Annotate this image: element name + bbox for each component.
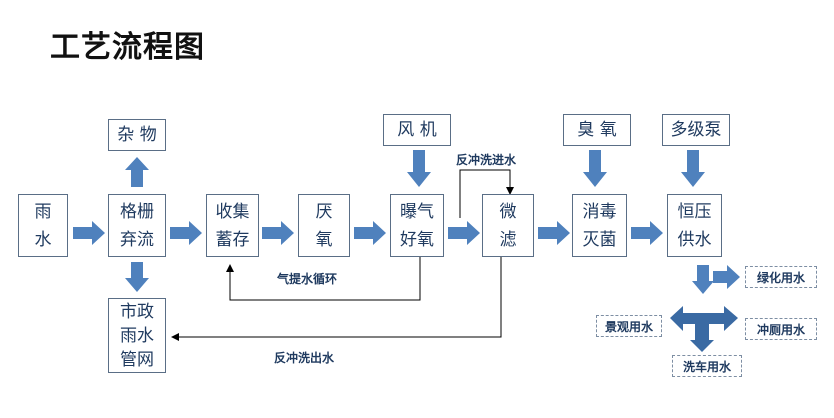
backwash-out-line xyxy=(171,257,502,341)
node-supply: 恒压 供水 xyxy=(667,194,722,257)
use-green-label: 绿化用水 xyxy=(756,270,805,285)
node-debris-label: 杂 物 xyxy=(117,125,157,145)
node-rain: 雨 水 xyxy=(18,194,68,257)
use-landscape: 景观用水 xyxy=(596,315,662,337)
use-landscape-label: 景观用水 xyxy=(604,319,653,334)
use-toilet: 冲厕用水 xyxy=(745,318,817,340)
node-supply-label: 恒压 供水 xyxy=(677,201,712,250)
use-carwash-label: 洗车用水 xyxy=(682,359,731,374)
arrow-fan-to-aeration xyxy=(407,150,431,187)
arrow-collect-to-anaerobic xyxy=(262,221,294,245)
node-grille: 格栅 弃流 xyxy=(108,194,166,257)
use-carwash: 洗车用水 xyxy=(672,355,742,377)
node-pump-label: 多级泵 xyxy=(670,120,722,140)
arrow-anaerobic-to-aeration xyxy=(354,221,386,245)
node-collect: 收集 蓄存 xyxy=(206,194,259,257)
node-fan: 风 机 xyxy=(383,114,451,146)
node-municipal-label: 市政 雨水 管网 xyxy=(120,301,154,370)
label-backwash-out: 反冲洗出水 xyxy=(274,351,335,365)
node-collect-label: 收集 蓄存 xyxy=(215,201,250,250)
arrow-aeration-to-micro xyxy=(448,221,480,245)
backwash-in-line xyxy=(459,169,514,218)
node-aeration-label: 曝气 好氧 xyxy=(400,201,434,250)
node-debris: 杂 物 xyxy=(108,119,166,151)
arrow-disinfect-to-supply xyxy=(631,221,663,245)
use-green: 绿化用水 xyxy=(745,266,817,288)
arrow-micro-to-disinfect xyxy=(538,221,570,245)
arrow-to-green xyxy=(713,265,740,289)
node-grille-label: 格栅 弃流 xyxy=(120,201,154,250)
node-anaerobic-label: 厌 氧 xyxy=(315,201,333,250)
arrow-pump-to-supply xyxy=(681,150,705,187)
arrow-grille-to-debris xyxy=(125,157,149,187)
node-aeration: 曝气 好氧 xyxy=(390,194,444,257)
node-micro-label: 微 滤 xyxy=(499,201,517,250)
page-title: 工艺流程图 xyxy=(50,30,205,65)
arrow-grille-to-collect xyxy=(170,221,202,245)
node-ozone-label: 臭 氧 xyxy=(577,120,617,140)
arrow-rain-to-grille xyxy=(73,221,105,245)
air-lift-line xyxy=(226,257,421,301)
arrow-distribution-tee xyxy=(670,306,738,352)
use-toilet-label: 冲厕用水 xyxy=(756,322,805,337)
node-disinfect-label: 消毒 灭菌 xyxy=(582,201,617,250)
arrow-ozone-to-disinfect xyxy=(583,150,607,187)
node-disinfect: 消毒 灭菌 xyxy=(572,194,627,257)
node-pump: 多级泵 xyxy=(662,114,730,146)
arrow-supply-down xyxy=(692,265,714,294)
node-micro: 微 滤 xyxy=(482,194,534,257)
node-ozone: 臭 氧 xyxy=(563,114,631,146)
label-backwash-in: 反冲洗进水 xyxy=(456,153,517,167)
label-air-lift: 气提水循环 xyxy=(277,272,338,286)
arrow-grille-to-municipal xyxy=(125,262,149,292)
node-anaerobic: 厌 氧 xyxy=(298,194,350,257)
node-fan-label: 风 机 xyxy=(397,120,437,140)
node-municipal: 市政 雨水 管网 xyxy=(108,298,166,373)
node-rain-label: 雨 水 xyxy=(34,201,52,250)
